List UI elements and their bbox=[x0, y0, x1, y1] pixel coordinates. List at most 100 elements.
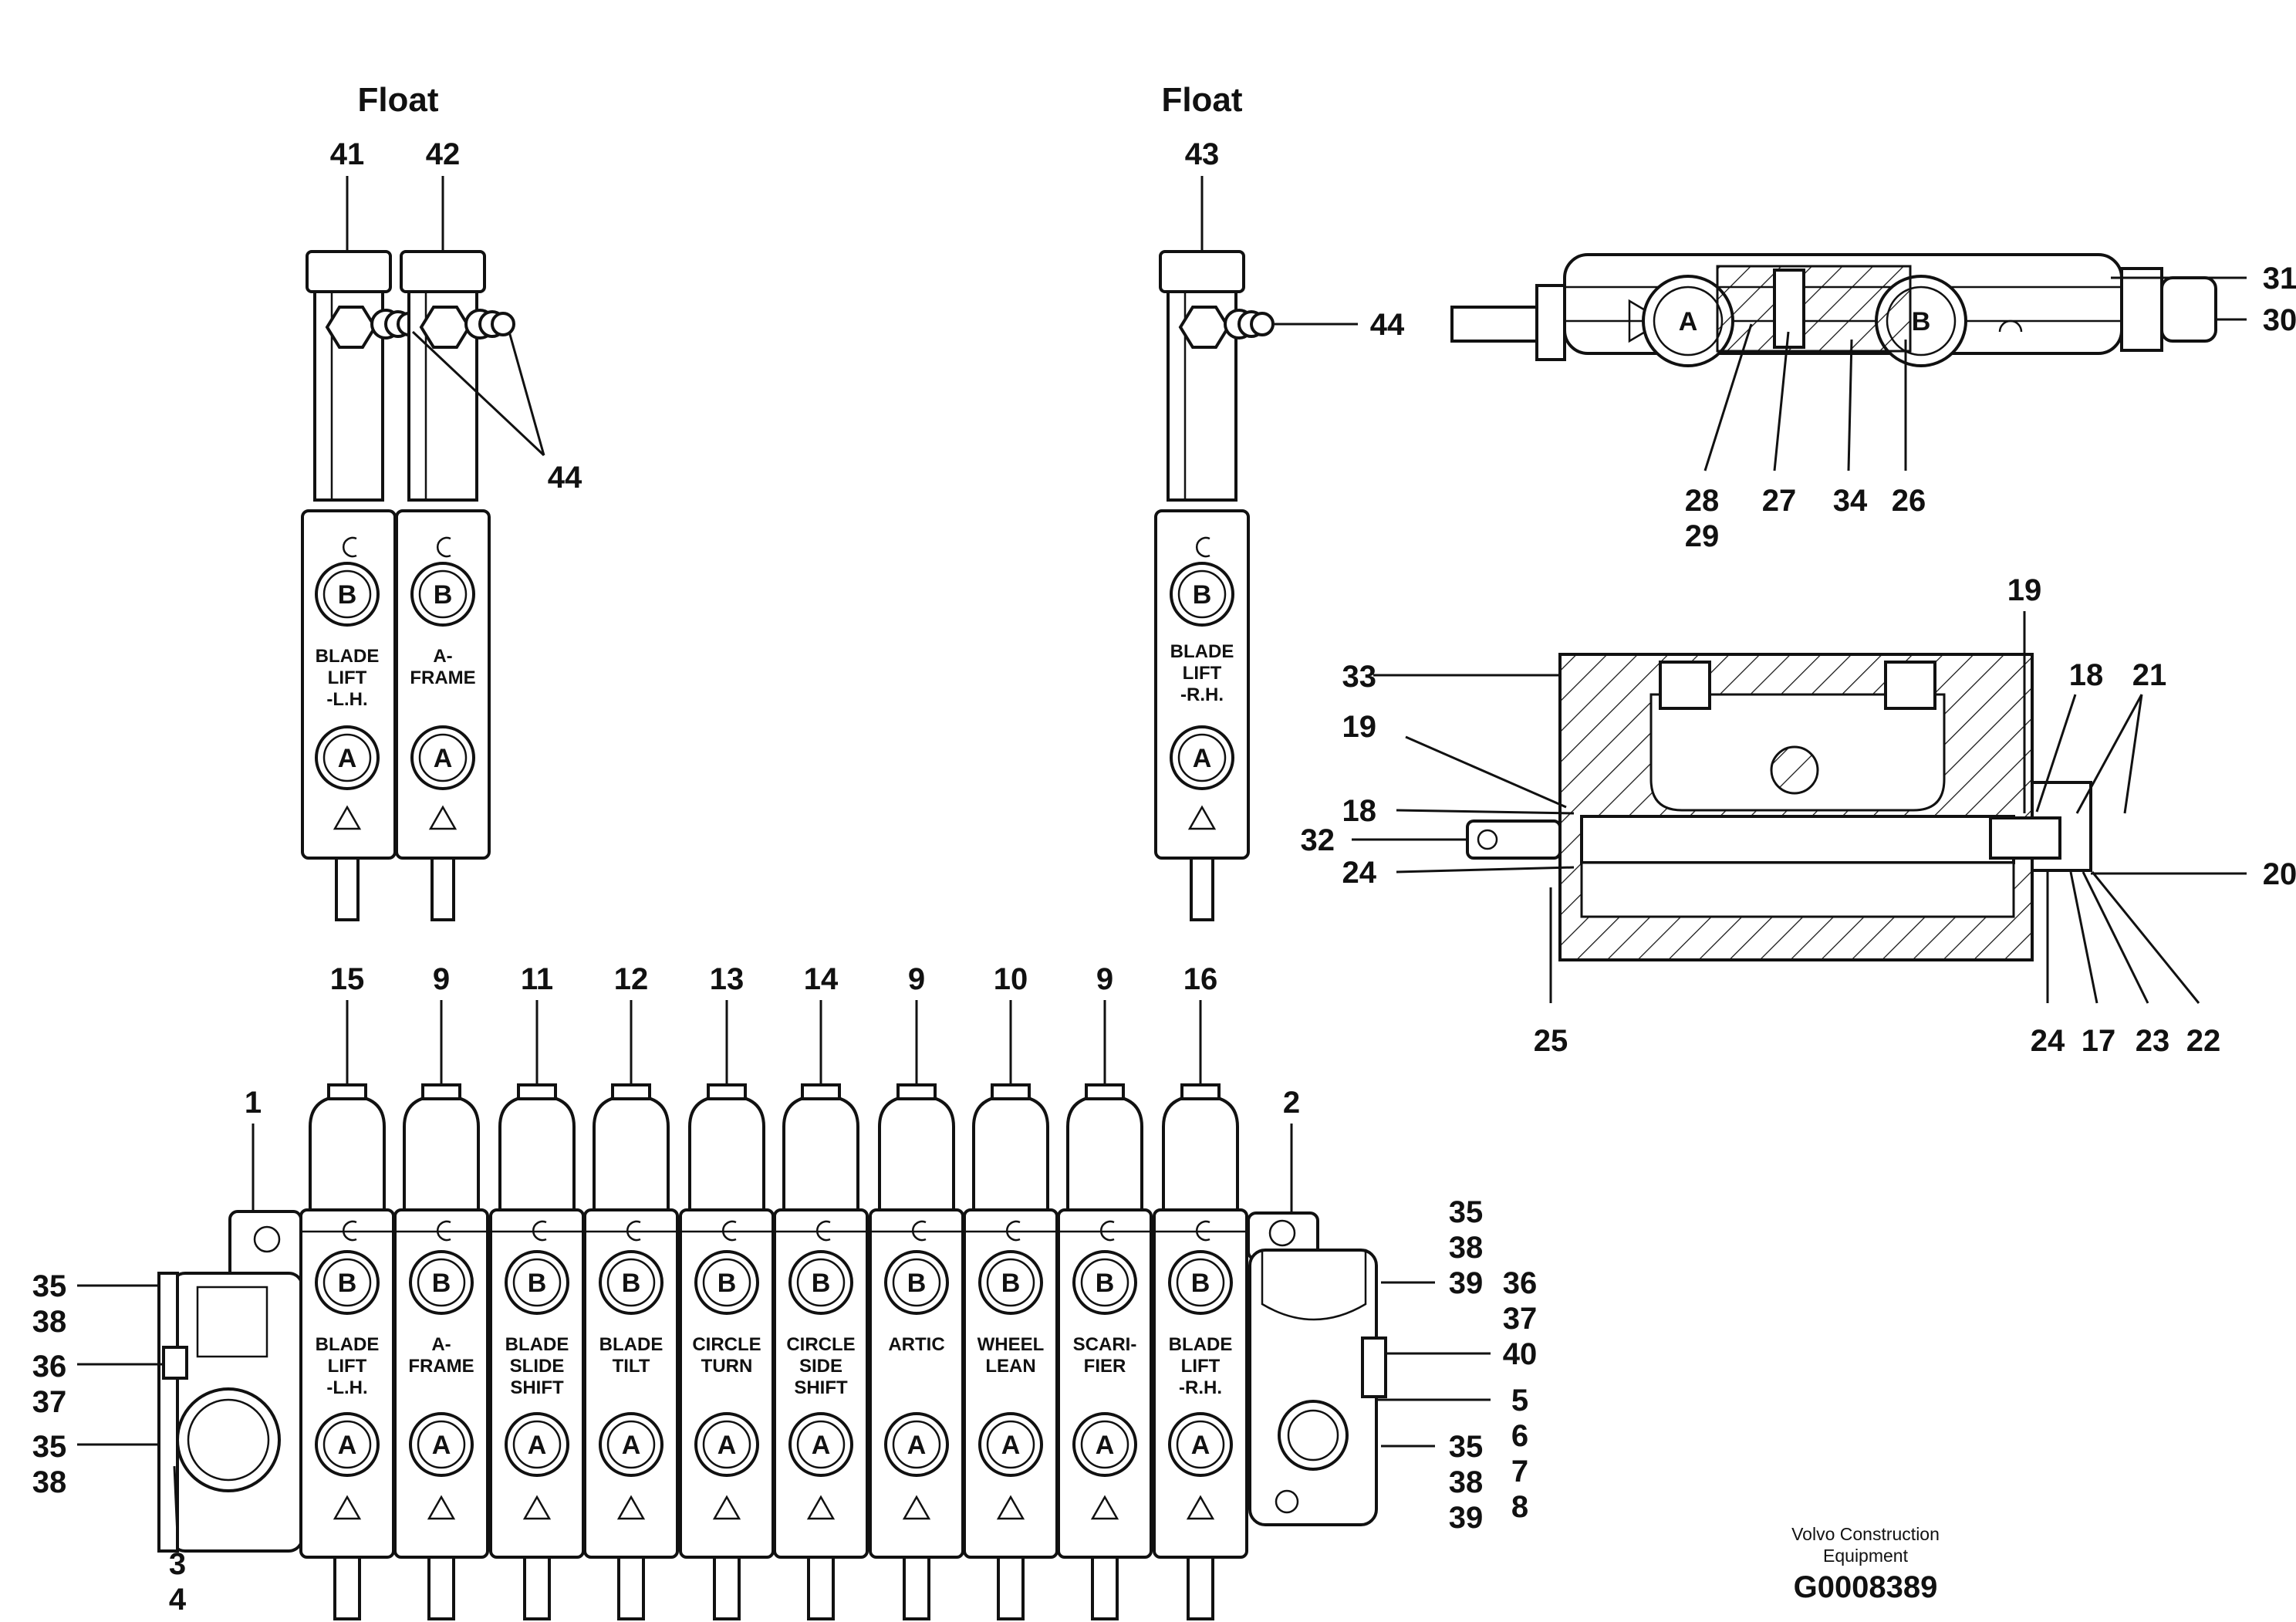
callout-2: 2 bbox=[1283, 1086, 1300, 1120]
port-b-label: B bbox=[434, 580, 453, 610]
float-heading-right: Float bbox=[1161, 81, 1242, 119]
port-a-label: A bbox=[907, 1431, 927, 1460]
port-a-ring bbox=[322, 1420, 372, 1469]
cap-nut bbox=[707, 1083, 747, 1100]
callout-23: 23 bbox=[2136, 1024, 2170, 1058]
port-b-ring bbox=[322, 1258, 372, 1307]
top-valve-section-blade-lift-lh: B BLADE LIFT -L.H. A bbox=[301, 509, 397, 921]
port-a-ring bbox=[1176, 1420, 1225, 1469]
callout-20: 20 bbox=[2263, 857, 2296, 891]
company-name-line2: Equipment bbox=[1823, 1546, 1909, 1566]
port-a-ring bbox=[702, 1420, 751, 1469]
top-middle-float-assembly: Float 43 44 B BLADE LIFT -R.H. A bbox=[1154, 81, 1405, 921]
section-label-line2: LIFT bbox=[328, 667, 367, 688]
port-b-ring bbox=[512, 1258, 562, 1307]
callout-19-left: 19 bbox=[1342, 710, 1377, 744]
port-b-label: B bbox=[718, 1269, 737, 1298]
port-a-label: A bbox=[1096, 1431, 1115, 1460]
cap-nut bbox=[896, 1083, 937, 1100]
port-b bbox=[599, 1250, 663, 1315]
section-label-line1: A- bbox=[433, 646, 452, 667]
spool-stem bbox=[427, 1556, 455, 1620]
callout-24-right: 24 bbox=[2031, 1024, 2065, 1058]
port-a bbox=[788, 1412, 853, 1477]
callout-5: 5 bbox=[1511, 1384, 1528, 1418]
detent-icon bbox=[1100, 1220, 1115, 1242]
port-a-label: A bbox=[1191, 1431, 1210, 1460]
valve-side-view: A B 31 30 28 29 27 34 26 bbox=[1450, 253, 2296, 553]
direction-triangle-icon bbox=[902, 1495, 931, 1520]
inlet-end-housing bbox=[157, 1210, 304, 1553]
company-name-line1: Volvo Construction bbox=[1791, 1524, 1940, 1544]
callout-21: 21 bbox=[2132, 658, 2167, 692]
port-a-label: A bbox=[528, 1431, 547, 1460]
port-a bbox=[599, 1412, 663, 1477]
direction-triangle-icon bbox=[1186, 1495, 1215, 1520]
callout-6: 6 bbox=[1511, 1419, 1528, 1453]
section-label-line: BLADE bbox=[599, 1334, 663, 1355]
port-a-label: A bbox=[338, 744, 357, 773]
callout-31: 31 bbox=[2263, 262, 2296, 296]
section-label-line: CIRCLE bbox=[786, 1334, 855, 1355]
cap-nut bbox=[1180, 1083, 1221, 1100]
spool-stem bbox=[713, 1556, 741, 1620]
section-label-line3: -L.H. bbox=[326, 689, 367, 710]
detent-icon bbox=[1006, 1220, 1021, 1242]
callout-39-right-b: 39 bbox=[1449, 1501, 1484, 1535]
port-b-label: B bbox=[338, 580, 357, 610]
cap-nut bbox=[991, 1083, 1031, 1100]
port-b-ring bbox=[1176, 1258, 1225, 1307]
port-a-ring bbox=[1080, 1420, 1129, 1469]
section-label-line: LIFT bbox=[1181, 1356, 1221, 1377]
cap-nut bbox=[1085, 1083, 1125, 1100]
main-valve-sections: BBLADELIFT-L.H.A15BA-FRAMEA9BBLADESLIDES… bbox=[299, 962, 1248, 1620]
port-b bbox=[694, 1250, 759, 1315]
section-label-line: -L.H. bbox=[326, 1377, 367, 1398]
callout-section-number: 9 bbox=[1096, 962, 1113, 996]
spool-stem bbox=[617, 1556, 645, 1620]
callout-4: 4 bbox=[169, 1583, 187, 1617]
float-actuator-41 bbox=[306, 250, 421, 502]
port-b bbox=[1168, 1250, 1233, 1315]
section-label-line: FIER bbox=[1084, 1356, 1126, 1377]
spool-cap bbox=[1066, 1093, 1143, 1213]
float-heading-left: Float bbox=[357, 81, 438, 119]
section-label-line1: BLADE bbox=[316, 646, 380, 667]
callout-17: 17 bbox=[2082, 1024, 2116, 1058]
port-b bbox=[315, 1250, 380, 1315]
callout-36-right: 36 bbox=[1503, 1266, 1538, 1300]
direction-triangle-icon bbox=[522, 1495, 552, 1520]
port-a bbox=[1072, 1412, 1137, 1477]
callout-38-left-b: 38 bbox=[32, 1465, 67, 1499]
callout-37-left: 37 bbox=[32, 1385, 67, 1419]
detent-icon bbox=[532, 1220, 547, 1242]
port-a bbox=[1168, 1412, 1233, 1477]
callout-33: 33 bbox=[1342, 660, 1377, 694]
port-a-ring bbox=[606, 1420, 656, 1469]
detent-icon bbox=[343, 1220, 357, 1242]
section-label-line: TURN bbox=[701, 1356, 753, 1377]
section-label-line: BLADE bbox=[316, 1334, 380, 1355]
float-actuator-43 bbox=[1159, 250, 1275, 502]
callout-38-right-b: 38 bbox=[1449, 1465, 1484, 1499]
callout-40: 40 bbox=[1503, 1337, 1538, 1371]
spool-stem bbox=[807, 1556, 835, 1620]
port-b-ring bbox=[892, 1258, 941, 1307]
callout-7: 7 bbox=[1511, 1455, 1528, 1489]
port-b-ring bbox=[702, 1258, 751, 1307]
callout-8: 8 bbox=[1511, 1490, 1528, 1524]
port-a-label: A bbox=[432, 1431, 451, 1460]
callout-section-number: 14 bbox=[804, 962, 839, 996]
port-b-label: B bbox=[622, 1269, 641, 1298]
spool-stem bbox=[333, 1556, 361, 1620]
port-a bbox=[694, 1412, 759, 1477]
callout-30: 30 bbox=[2263, 303, 2296, 337]
port-b-label: B bbox=[432, 1269, 451, 1298]
port-b-label: B bbox=[528, 1269, 547, 1298]
section-label-line: BLADE bbox=[505, 1334, 569, 1355]
